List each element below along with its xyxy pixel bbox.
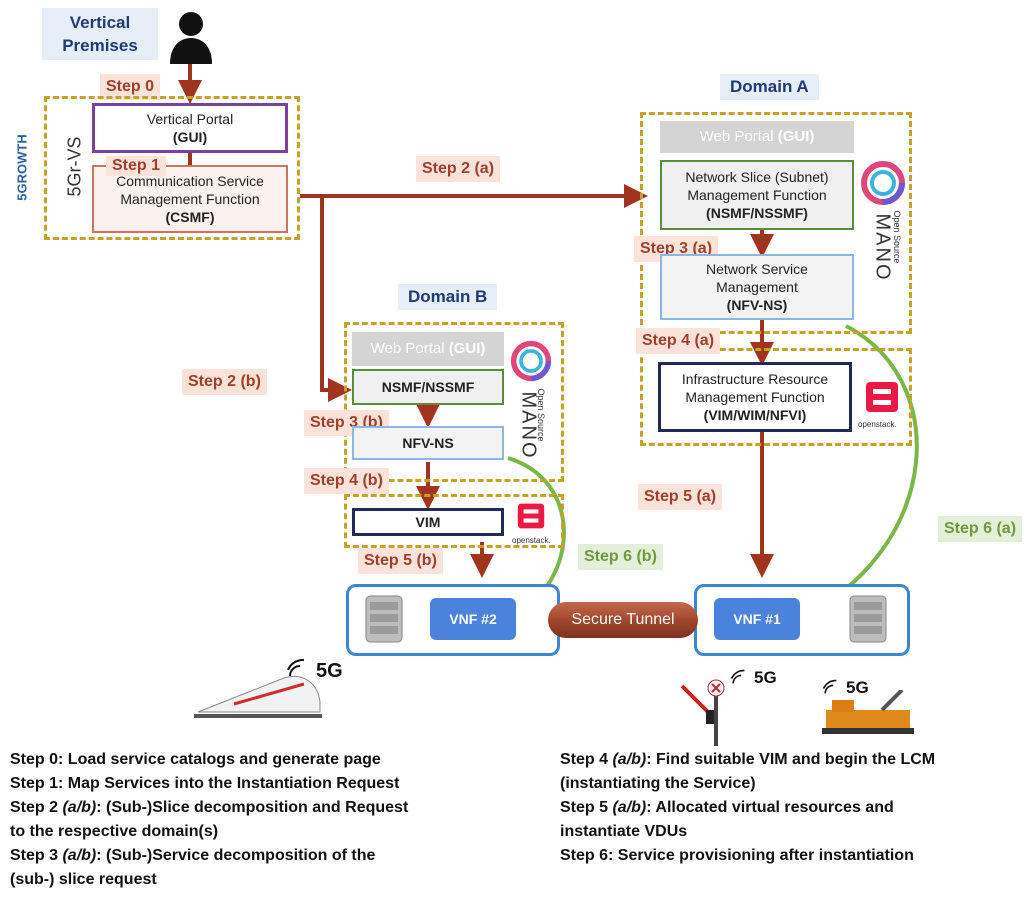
vertical-title-line2: Premises (62, 36, 138, 55)
step-0-label: Step 0 (100, 74, 161, 100)
legend-step-3-cont: (sub-) slice request (10, 871, 157, 888)
domain-b-mano-sub: Open Source (536, 388, 546, 442)
legend-step-3: Step 3 (a/b): (Sub-)Service decompositio… (10, 847, 376, 864)
legend-left: Step 0: Load service catalogs and genera… (10, 748, 520, 892)
wifi-icon (287, 658, 305, 677)
csmf-box: Communication Service Management Functio… (92, 165, 288, 233)
domain-a-web-portal: Web Portal (GUI) (660, 121, 854, 153)
domain-a-nsmf-line1: Network Slice (Subnet) (685, 169, 829, 185)
legend-step-2-cont: to the respective domain(s) (10, 823, 219, 840)
legend-step-2: Step 2 (a/b): (Sub-)Slice decomposition … (10, 799, 409, 816)
domain-a-vim-block (640, 348, 912, 446)
server-icon (365, 595, 403, 643)
domain-a-nsmf-box: Network Slice (Subnet) Management Functi… (660, 160, 854, 230)
domain-b-vim-block (344, 494, 564, 548)
arrow-step-2b (320, 196, 352, 402)
vnf-2-box: VNF #2 (430, 598, 516, 640)
domain-a-nsmf-line3: (NSMF/NSSMF) (706, 205, 808, 221)
vs-brand-label: 5Gr-VS (64, 136, 85, 197)
secure-tunnel: Secure Tunnel (548, 602, 698, 638)
domain-a-web-portal-gui: (GUI) (777, 128, 815, 145)
domain-b-web-portal-gui: (GUI) (448, 340, 486, 357)
wifi-icon (730, 669, 745, 684)
domain-b-vim-label: VIM (415, 514, 441, 530)
step-2a-label: Step 2 (a) (416, 156, 501, 182)
vs-block (44, 96, 300, 240)
step-5a-label: Step 5 (a) (638, 484, 723, 510)
domain-b-web-portal-label: Web Portal (370, 340, 445, 357)
domain-a-mano-block (640, 112, 912, 334)
legend-step-4: Step 4 (a/b): Find suitable VIM and begi… (560, 751, 936, 768)
train-icon (194, 676, 322, 718)
domain-a-vim-line1: Infrastructure Resource (681, 371, 829, 387)
domain-a-openstack-label: openstack. (858, 420, 897, 429)
domain-b-vim-box: VIM (352, 508, 504, 536)
vertical-portal-label: Vertical Portal (146, 111, 234, 127)
csmf-line3: (CSMF) (165, 209, 215, 225)
domain-b-openstack-label: openstack. (512, 536, 551, 545)
csmf-line2: Management Function (120, 191, 260, 207)
domain-a-mano-sub: Open Source (892, 210, 902, 264)
step-6b-label: Step 6 (b) (578, 544, 663, 570)
domain-a-nfv-box: Network Service Management (NFV-NS) (660, 254, 854, 320)
domain-a-vim-box: Infrastructure Resource Management Funct… (658, 362, 852, 432)
vertical-portal-box: Vertical Portal (GUI) (92, 103, 288, 153)
domain-a-openstack-icon (866, 382, 898, 412)
domain-b-mano-logo-icon (510, 340, 552, 382)
vertical-portal-gui: (GUI) (172, 129, 208, 145)
domain-b-title: Domain B (398, 284, 498, 310)
rail-machine-icon (822, 690, 914, 734)
domain-b-web-portal: Web Portal (GUI) (352, 332, 504, 366)
domain-a-title: Domain A (720, 74, 819, 100)
vnf-1-box: VNF #1 (714, 598, 800, 640)
legend-right: Step 4 (a/b): Find suitable VIM and begi… (560, 748, 1030, 868)
domain-b-nfv-label: NFV-NS (402, 435, 454, 451)
vertical-premises-label: Vertical Premises (42, 8, 158, 60)
arrow-step-6a (805, 324, 919, 616)
domain-a-nfv-line1: Network Service (706, 261, 808, 277)
legend-step-1: Step 1: Map Services into the Instantiat… (10, 775, 400, 792)
legend-step-6: Step 6: Service provisioning after insta… (560, 847, 914, 864)
domain-b-mano-block (344, 322, 564, 482)
step-2b-label: Step 2 (b) (182, 369, 267, 395)
domain-a-nsmf-line2: Management Function (687, 187, 827, 203)
legend-step-5: Step 5 (a/b): Allocated virtual resource… (560, 799, 894, 816)
domain-a-web-portal-label: Web Portal (699, 128, 774, 145)
legend-step-5-cont: instantiate VDUs (560, 823, 688, 840)
legend-step-0: Step 0: Load service catalogs and genera… (10, 751, 381, 768)
signal-5g-label: 5G (754, 668, 777, 687)
domain-b-nsmf-box: NSMF/NSSMF (352, 369, 504, 405)
domain-a-nfv-line3: (NFV-NS) (726, 297, 788, 313)
domain-a-vim-line2: Management Function (685, 389, 825, 405)
domain-a-vim-line3: (VIM/WIM/NFVI) (703, 407, 807, 423)
step-4b-label: Step 4 (b) (304, 468, 389, 494)
train-5g-label: 5G (316, 660, 343, 682)
step-6a-label: Step 6 (a) (938, 516, 1023, 542)
wifi-icon (822, 679, 837, 694)
growth-brand-label: 5GROWTH (14, 134, 30, 201)
railway-signal-icon (680, 679, 725, 746)
csmf-line1: Communication Service (116, 173, 264, 189)
legend-step-4-cont: (instantiating the Service) (560, 775, 756, 792)
step-1-label: Step 1 (106, 156, 167, 176)
person-icon (170, 12, 212, 64)
server-icon (849, 595, 887, 643)
domain-a-nfv-line2: Management (716, 279, 798, 295)
domain-b-nsmf-label: NSMF/NSSMF (381, 379, 475, 395)
domain-b-openstack-icon (517, 503, 545, 529)
vertical-title-line1: Vertical (69, 13, 131, 32)
machine-5g-label: 5G (846, 678, 869, 697)
secure-tunnel-label: Secure Tunnel (571, 611, 675, 628)
domain-a-mano-logo-icon (861, 161, 905, 205)
step-4a-label: Step 4 (a) (636, 328, 721, 354)
domain-b-nfv-box: NFV-NS (352, 426, 504, 460)
step-5b-label: Step 5 (b) (358, 548, 443, 574)
domain-a-mano-text: MANO (871, 213, 894, 282)
